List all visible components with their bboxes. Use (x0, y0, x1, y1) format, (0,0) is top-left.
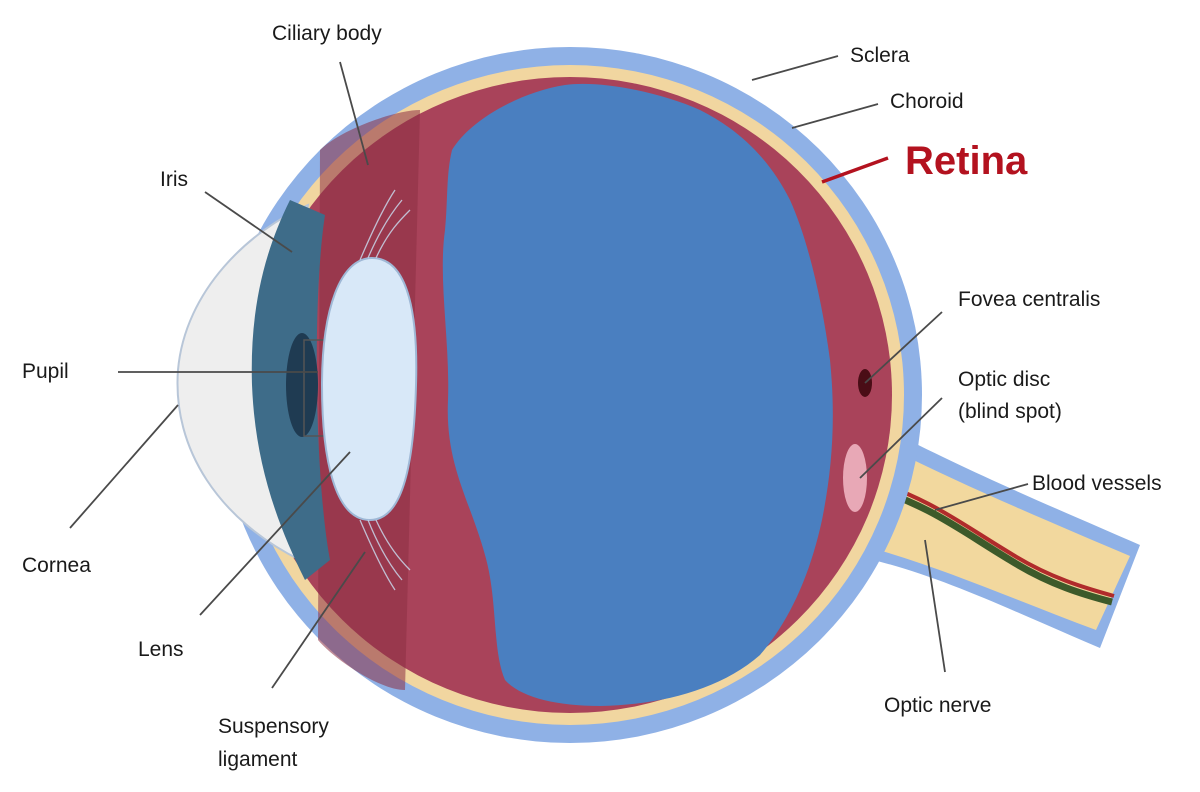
leader-lines (69, 55, 1029, 689)
leader-cornea (69, 404, 179, 529)
leader-blood-vessels (934, 483, 1029, 511)
label-optic-disc-1: Optic disc (958, 368, 1050, 391)
optic-disc (843, 444, 867, 512)
label-sclera: Sclera (850, 44, 910, 67)
label-suspensory-ligament-2: ligament (218, 748, 298, 771)
leader-retina (821, 156, 889, 184)
leader-sclera (751, 55, 839, 81)
label-cornea: Cornea (22, 554, 91, 577)
leader-suspensory-ligament (271, 551, 366, 689)
leader-ciliary-body (339, 61, 369, 166)
label-optic-disc-2: (blind spot) (958, 400, 1062, 423)
leader-optic-nerve (924, 539, 946, 673)
label-choroid: Choroid (890, 90, 964, 113)
label-fovea-centralis: Fovea centralis (958, 288, 1100, 311)
label-retina: Retina (905, 139, 1028, 183)
labels: Ciliary body Sclera Choroid Retina Iris … (22, 22, 1162, 771)
leader-choroid (791, 103, 879, 129)
pupil (286, 333, 318, 437)
suspensory-ligament (359, 189, 411, 591)
label-optic-nerve: Optic nerve (884, 694, 991, 717)
leader-lens (199, 451, 351, 616)
lens (320, 256, 418, 522)
blood-vessel-green (862, 481, 1113, 606)
leader-optic-disc (859, 397, 943, 479)
blood-vessel-red (863, 476, 1115, 598)
label-iris: Iris (160, 168, 188, 191)
label-suspensory-ligament-1: Suspensory (218, 715, 329, 738)
label-lens: Lens (138, 638, 184, 661)
label-pupil: Pupil (22, 360, 69, 383)
label-ciliary-body: Ciliary body (272, 22, 382, 45)
leader-fovea-centralis (864, 311, 943, 384)
optic-nerve-core (848, 432, 1130, 630)
leader-iris (204, 191, 293, 253)
vitreous-body (442, 83, 833, 706)
label-blood-vessels: Blood vessels (1032, 472, 1162, 495)
optic-nerve (848, 415, 1140, 648)
